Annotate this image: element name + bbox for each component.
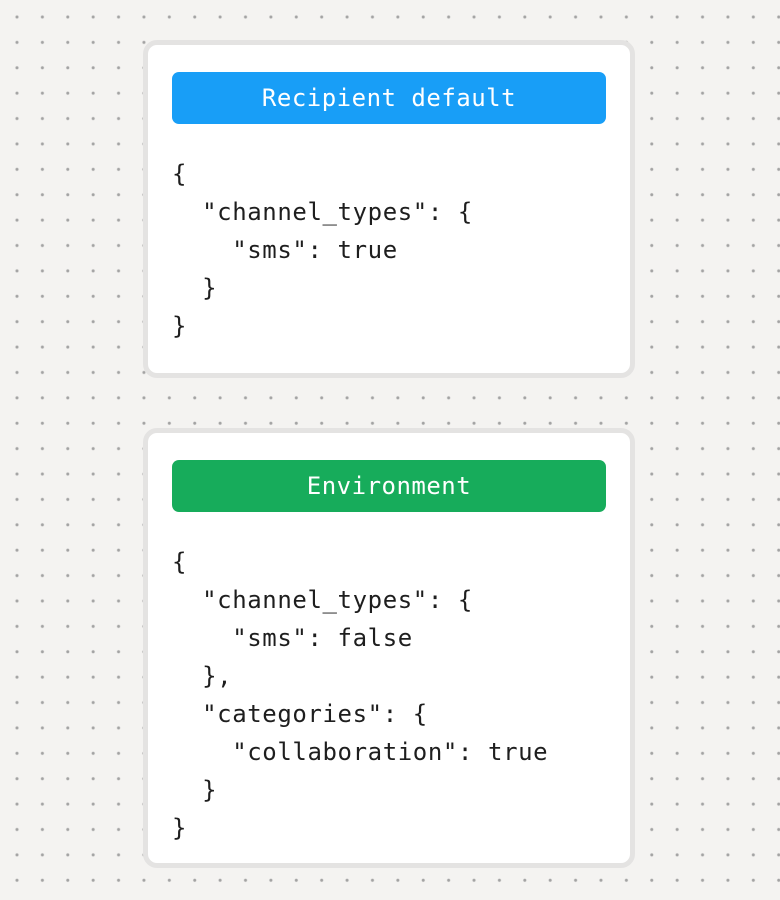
environment-code-block: { "channel_types": { "sms": false }, "ca… — [172, 548, 549, 842]
recipient-default-badge: Recipient default — [172, 72, 606, 124]
card-environment: Environment { "channel_types": { "sms": … — [143, 428, 635, 868]
environment-badge: Environment — [172, 460, 606, 512]
recipient-default-code-block: { "channel_types": { "sms": true } } — [172, 160, 473, 340]
card-recipient-default: Recipient default { "channel_types": { "… — [143, 40, 635, 378]
